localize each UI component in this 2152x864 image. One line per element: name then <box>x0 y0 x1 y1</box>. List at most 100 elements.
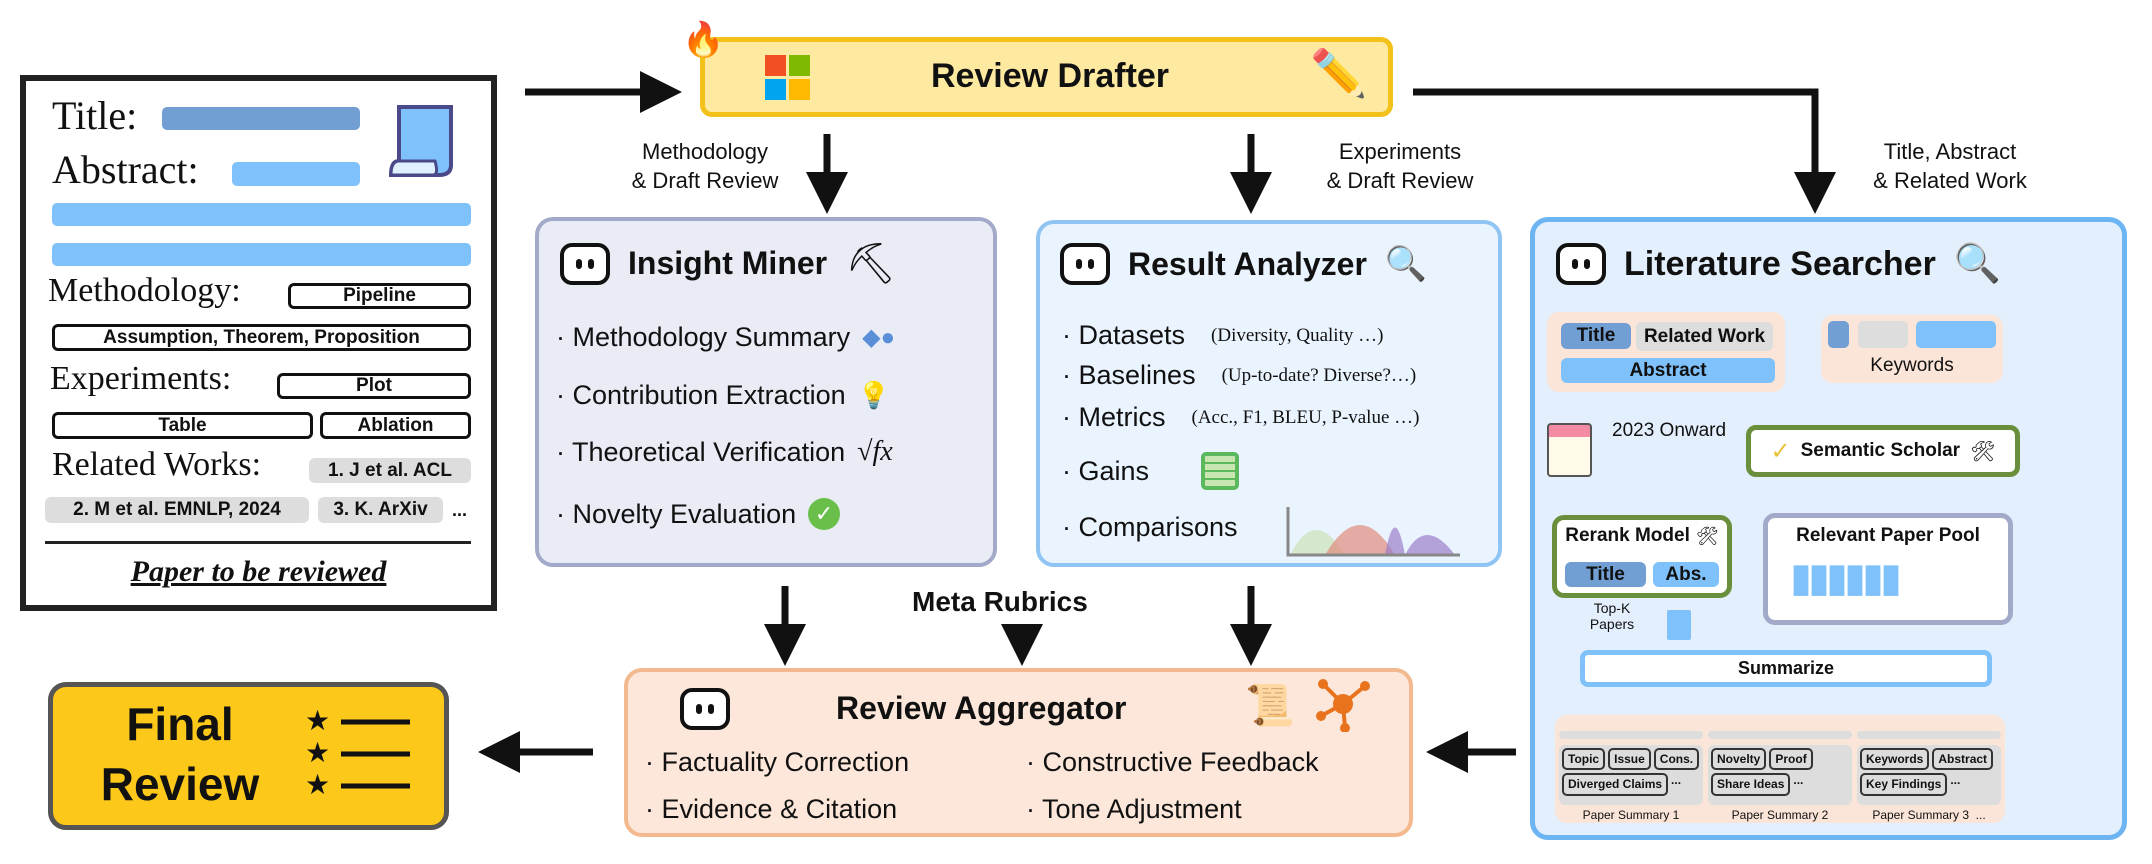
final-line: Final <box>126 698 234 750</box>
arrow-drafter-to-literature <box>1413 88 1836 214</box>
insight-item-methodology: · Methodology Summary ◆● <box>556 322 895 353</box>
insight-item-label: · Contribution Extraction <box>556 380 846 410</box>
semantic-scholar: ✓ Semantic Scholar 🛠 <box>1746 425 2020 477</box>
chip-plot: Plot <box>277 373 471 399</box>
meta-rubrics-label: Meta Rubrics <box>912 586 1088 617</box>
star-list-icon: ★★★ <box>305 705 410 798</box>
final-line: Review <box>100 758 260 810</box>
chip-ablation: Ablation <box>320 412 471 439</box>
item-note: (Up-to-date? Diverse?…) <box>1221 364 1417 386</box>
label-experiments-draft: Experiments & Draft Review <box>1326 139 1474 193</box>
literature-header: Literature Searcher 🔍 <box>1556 242 2001 286</box>
document-search-icon: 🔍 <box>1384 245 1428 283</box>
shapes-icon: ◆● <box>862 324 896 351</box>
date-filter-label: 2023 Onward <box>1612 420 1727 441</box>
insight-item-label: · Novelty Evaluation <box>556 498 797 529</box>
literature-title: Literature Searcher <box>1624 244 1936 283</box>
label-title-abstract-related: Title, Abstract & Related Work <box>1873 139 2027 193</box>
chip-pipeline: Pipeline <box>288 283 471 309</box>
lightbulb-icon: 💡 <box>857 380 891 410</box>
robot-icon <box>560 242 610 285</box>
robot-icon <box>1060 243 1110 285</box>
summary-chip: Abstract <box>1932 748 1994 771</box>
rerank-label: Rerank Model <box>1565 525 1690 546</box>
summary-chip: Issue <box>1608 748 1651 771</box>
input-abstract: Abstract <box>1561 358 1775 383</box>
item-label: · Gains <box>1062 455 1150 486</box>
drafter-title: Review Drafter <box>930 57 1170 95</box>
related-chip-1: 1. J et al. ACL <box>309 458 471 483</box>
paper-icon <box>1667 610 1691 640</box>
paper-stack-icon: ▮▮▮▮▮▮ <box>1790 556 1902 600</box>
methodology-label: Methodology: <box>48 272 241 309</box>
final-review <box>48 682 449 830</box>
magnifier-icon: 🔍 <box>1953 243 2002 285</box>
rerank-abs: Abs. <box>1653 562 1719 587</box>
paper-abstract-label: Abstract: <box>52 147 199 192</box>
abstract-line <box>52 243 471 266</box>
result-title: Result Analyzer <box>1128 245 1367 282</box>
related-ellipsis: ... <box>452 500 468 520</box>
check-badge-icon: ✓ <box>808 498 841 530</box>
robot-icon <box>1556 243 1606 285</box>
network-icon <box>1316 679 1370 732</box>
fire-icon: 🔥 <box>682 21 725 59</box>
related-label: Related Works: <box>52 446 262 483</box>
result-analyzer <box>1036 220 1502 567</box>
aggregator-item: · Factuality Correction <box>645 747 910 777</box>
review-aggregator <box>624 668 1413 837</box>
result-header: Result Analyzer 🔍 <box>1060 243 1427 285</box>
item-note: (Acc., F1, BLEU, P-value …) <box>1191 406 1420 428</box>
related-chip-3: 3. K. ArXiv <box>318 497 443 523</box>
rerank-title: Title <box>1565 562 1646 587</box>
rerank-header: Rerank Model 🛠 <box>1560 525 1724 547</box>
tools-icon: 🛠 <box>1695 525 1719 546</box>
insight-item-theoretical: · Theoretical Verification√fx <box>556 436 893 468</box>
chip-assumption: Assumption, Theorem, Proposition <box>52 324 471 351</box>
summary-chip: Novelty <box>1711 748 1767 771</box>
calendar-icon <box>1547 423 1592 477</box>
divider <box>45 541 471 544</box>
summary-chip: Key Findings <box>1860 773 1948 796</box>
insight-item-novelty: · Novelty Evaluation ✓ <box>556 498 841 530</box>
shovel-icon: ⛏ <box>845 242 896 286</box>
title-placeholder <box>162 107 360 130</box>
svg-text:★: ★ <box>305 737 330 768</box>
paper-caption: Paper to be reviewed <box>130 555 387 588</box>
robot-icon-wrap <box>680 688 730 730</box>
item-label: · Metrics <box>1062 402 1166 432</box>
summary-chip: Diverged Claims <box>1562 773 1669 796</box>
summarize-label: Summarize <box>1737 658 1835 678</box>
distribution-plot-icon <box>1286 507 1460 557</box>
keyword-chip <box>1828 321 1849 348</box>
summary-chip: Cons. <box>1653 748 1700 771</box>
insight-title: Insight Miner <box>628 245 828 281</box>
summary-ellipsis: ... <box>1950 773 1961 788</box>
summary-label-2: Paper Summary 2 <box>1731 808 1829 822</box>
experiments-label: Experiments: <box>50 360 232 397</box>
pool-label: Relevant Paper Pool <box>1796 525 1980 546</box>
insight-item-label: · Methodology Summary <box>556 322 851 352</box>
keyword-chip <box>1916 321 1996 348</box>
summary-chip: Share Ideas <box>1711 773 1791 796</box>
semantic-scholar-logo-icon: ✓ <box>1770 437 1791 465</box>
result-item-comparisons: · Comparisons <box>1062 512 1238 542</box>
result-item-metrics: · Metrics (Acc., F1, BLEU, P-value …) <box>1062 402 1419 433</box>
review-drafter <box>700 37 1393 117</box>
insight-item-label: · Theoretical Verification <box>556 436 846 467</box>
summary-chip: Topic <box>1562 748 1606 771</box>
document-icon <box>388 105 453 177</box>
aggregator-item: · Constructive Feedback <box>1026 747 1319 777</box>
summary-chip: Proof <box>1769 748 1813 771</box>
insight-item-contribution: · Contribution Extraction 💡 <box>556 380 890 411</box>
aggregator-title: Review Aggregator <box>836 690 1127 726</box>
summary-header <box>1559 731 1703 739</box>
result-item-baselines: · Baselines (Up-to-date? Diverse?…) <box>1062 360 1416 391</box>
item-label: · Baselines <box>1062 360 1196 390</box>
tools-icon: 🛠 <box>1970 440 1996 463</box>
insight-header: Insight Miner ⛏ <box>560 240 896 287</box>
summary-label-1: Paper Summary 1 <box>1582 808 1680 822</box>
